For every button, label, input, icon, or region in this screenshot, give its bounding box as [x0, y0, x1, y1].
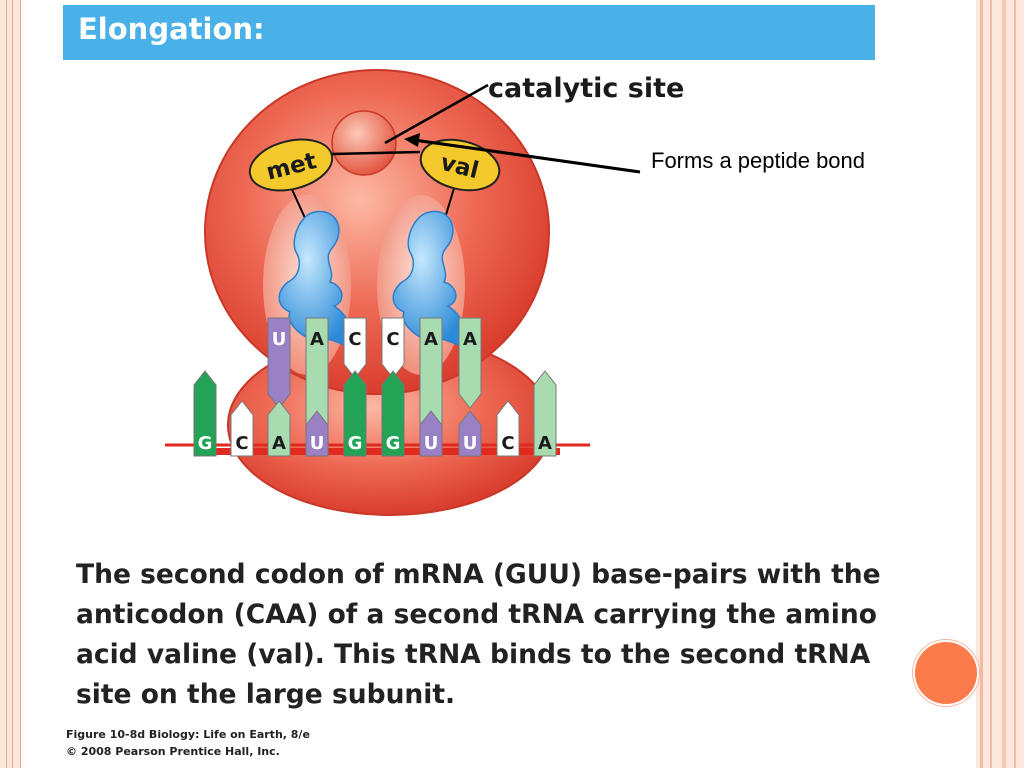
peptide-bond-callout: Forms a peptide bond — [651, 148, 866, 173]
catalytic-site-label: catalytic site — [488, 73, 684, 104]
right-border-decoration — [976, 0, 1024, 768]
slide-title: Elongation: — [78, 12, 265, 46]
anticodon-2-base-2: A — [419, 317, 443, 439]
mrna-base-6: G — [381, 370, 405, 457]
left-border-decoration — [0, 0, 21, 768]
anticodon-2-base-3-letter: A — [463, 329, 477, 350]
anticodon-1-base-2-letter: A — [310, 329, 324, 350]
mrna-base-10: A — [533, 370, 557, 457]
peptide-bond-line — [331, 150, 421, 156]
mrna-base-3: A — [267, 400, 291, 457]
anticodon-1-base-3: C — [343, 317, 367, 379]
decorative-circle — [913, 640, 979, 706]
mrna-base-2: C — [230, 400, 254, 457]
mrna-strand-bar — [200, 448, 560, 455]
anticodon-2-base-1: C — [381, 317, 405, 379]
mrna-base-5-letter: G — [348, 433, 363, 454]
anticodon-1-base-1: U — [267, 317, 291, 409]
mrna-base-3-letter: A — [272, 433, 286, 454]
catalytic-site-pointer — [384, 83, 489, 145]
mrna-base-1-letter: G — [198, 433, 213, 454]
anticodon-1-base-1-letter: U — [272, 329, 287, 350]
mrna-base-4: U — [305, 410, 329, 457]
callout-arrow-line — [413, 138, 641, 174]
mrna-base-7: U — [419, 410, 443, 457]
mrna-base-8: U — [458, 410, 482, 457]
figure-credit-line1: Figure 10-8d Biology: Life on Earth, 8/e — [66, 728, 310, 741]
mrna-base-7-letter: U — [424, 433, 439, 454]
met-amino-acid: met — [248, 138, 334, 192]
catalytic-site-sphere — [331, 110, 397, 176]
trna-1-molecule — [278, 210, 352, 347]
anticodon-2-base-1-letter: C — [386, 329, 399, 350]
mrna-base-10-letter: A — [538, 433, 552, 454]
mrna-base-9-letter: C — [501, 433, 514, 454]
callout-arrowhead — [404, 133, 420, 147]
slide-body-text: The second codon of mRNA (GUU) base-pair… — [76, 559, 881, 710]
mrna-base-2-letter: C — [235, 433, 248, 454]
trna-2-molecule — [392, 210, 466, 347]
anticodon-1-base-3-letter: C — [348, 329, 361, 350]
figure-credit: Figure 10-8d Biology: Life on Earth, 8/e… — [66, 726, 310, 760]
ribosome-elongation-diagram: met val U A C C A A G C A U G G U U C A catalytic site — [165, 69, 684, 516]
figure-credit-line2: © 2008 Pearson Prentice Hall, Inc. — [66, 745, 280, 758]
anticodon-2-base-2-letter: A — [424, 329, 438, 350]
mrna-base-9: C — [496, 400, 520, 457]
mrna-base-8-letter: U — [463, 433, 478, 454]
mrna-base-4-letter: U — [310, 433, 325, 454]
val-amino-acid: val — [419, 138, 501, 192]
anticodon-2-base-3: A — [458, 317, 482, 409]
mrna-base-6-letter: G — [386, 433, 401, 454]
header-bar — [63, 5, 875, 60]
mrna-base-1: G — [193, 370, 217, 457]
mrna-base-5: G — [343, 370, 367, 457]
